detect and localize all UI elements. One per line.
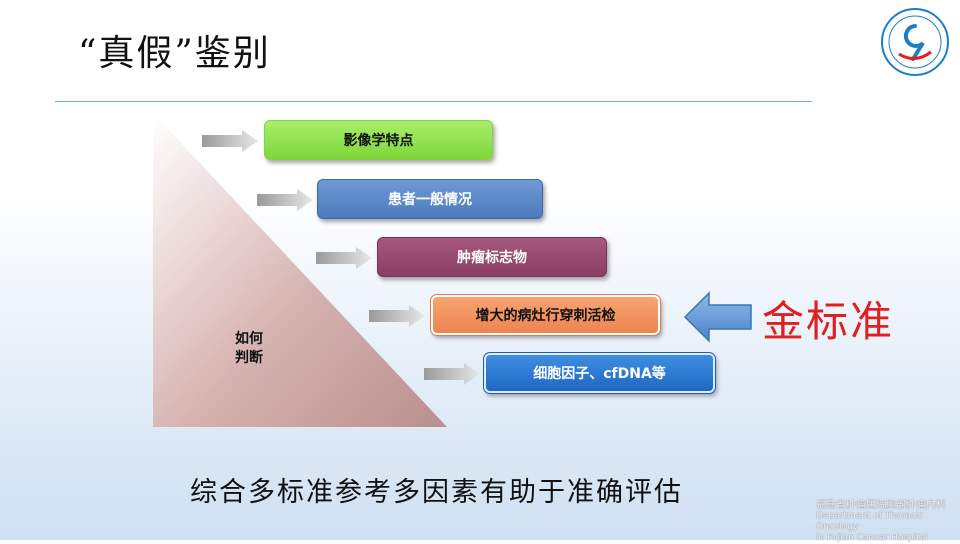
watermark-line-2: Department of Thoracic Oncology [816,511,924,532]
arrow-2-icon [257,189,313,211]
arrow-4-icon [369,305,425,327]
arrow-3-icon [316,247,372,269]
arrow-5-icon [424,363,480,385]
box-imaging-label: 影像学特点 [343,133,414,149]
big-left-arrow-icon [683,291,752,343]
box-cytokines: 细胞因子、cfDNA等 [483,352,716,394]
hospital-logo-icon [877,4,953,80]
box-patient-condition: 患者一般情况 [317,179,543,219]
triangle-label: 如何判断 [235,331,263,366]
title-divider [55,101,812,102]
box-imaging: 影像学特点 [264,120,493,160]
box-cytokines-label: 细胞因子、cfDNA等 [533,366,666,382]
gold-standard-callout: 金标准 [762,297,895,346]
box-tumor-markers: 肿瘤标志物 [377,237,607,277]
page-title: “真假”鉴别 [78,33,271,74]
arrow-1-icon [202,130,258,152]
box-tumor-markers-label: 肿瘤标志物 [457,250,527,266]
summary-text: 综合多标准参考多因素有助于准确评估 [190,477,683,508]
watermark-line-3: in Fujian Cancer Hospital [816,533,928,543]
box-patient-condition-label: 患者一般情况 [388,192,472,208]
box-biopsy: 增大的病灶行穿刺活检 [430,294,661,336]
box-biopsy-label: 增大的病灶行穿刺活检 [475,308,616,324]
watermark: 福建省肿瘤医院胸部肿瘤内科 Department of Thoracic Onc… [816,500,956,544]
watermark-line-1: 福建省肿瘤医院胸部肿瘤内科 [816,500,946,511]
